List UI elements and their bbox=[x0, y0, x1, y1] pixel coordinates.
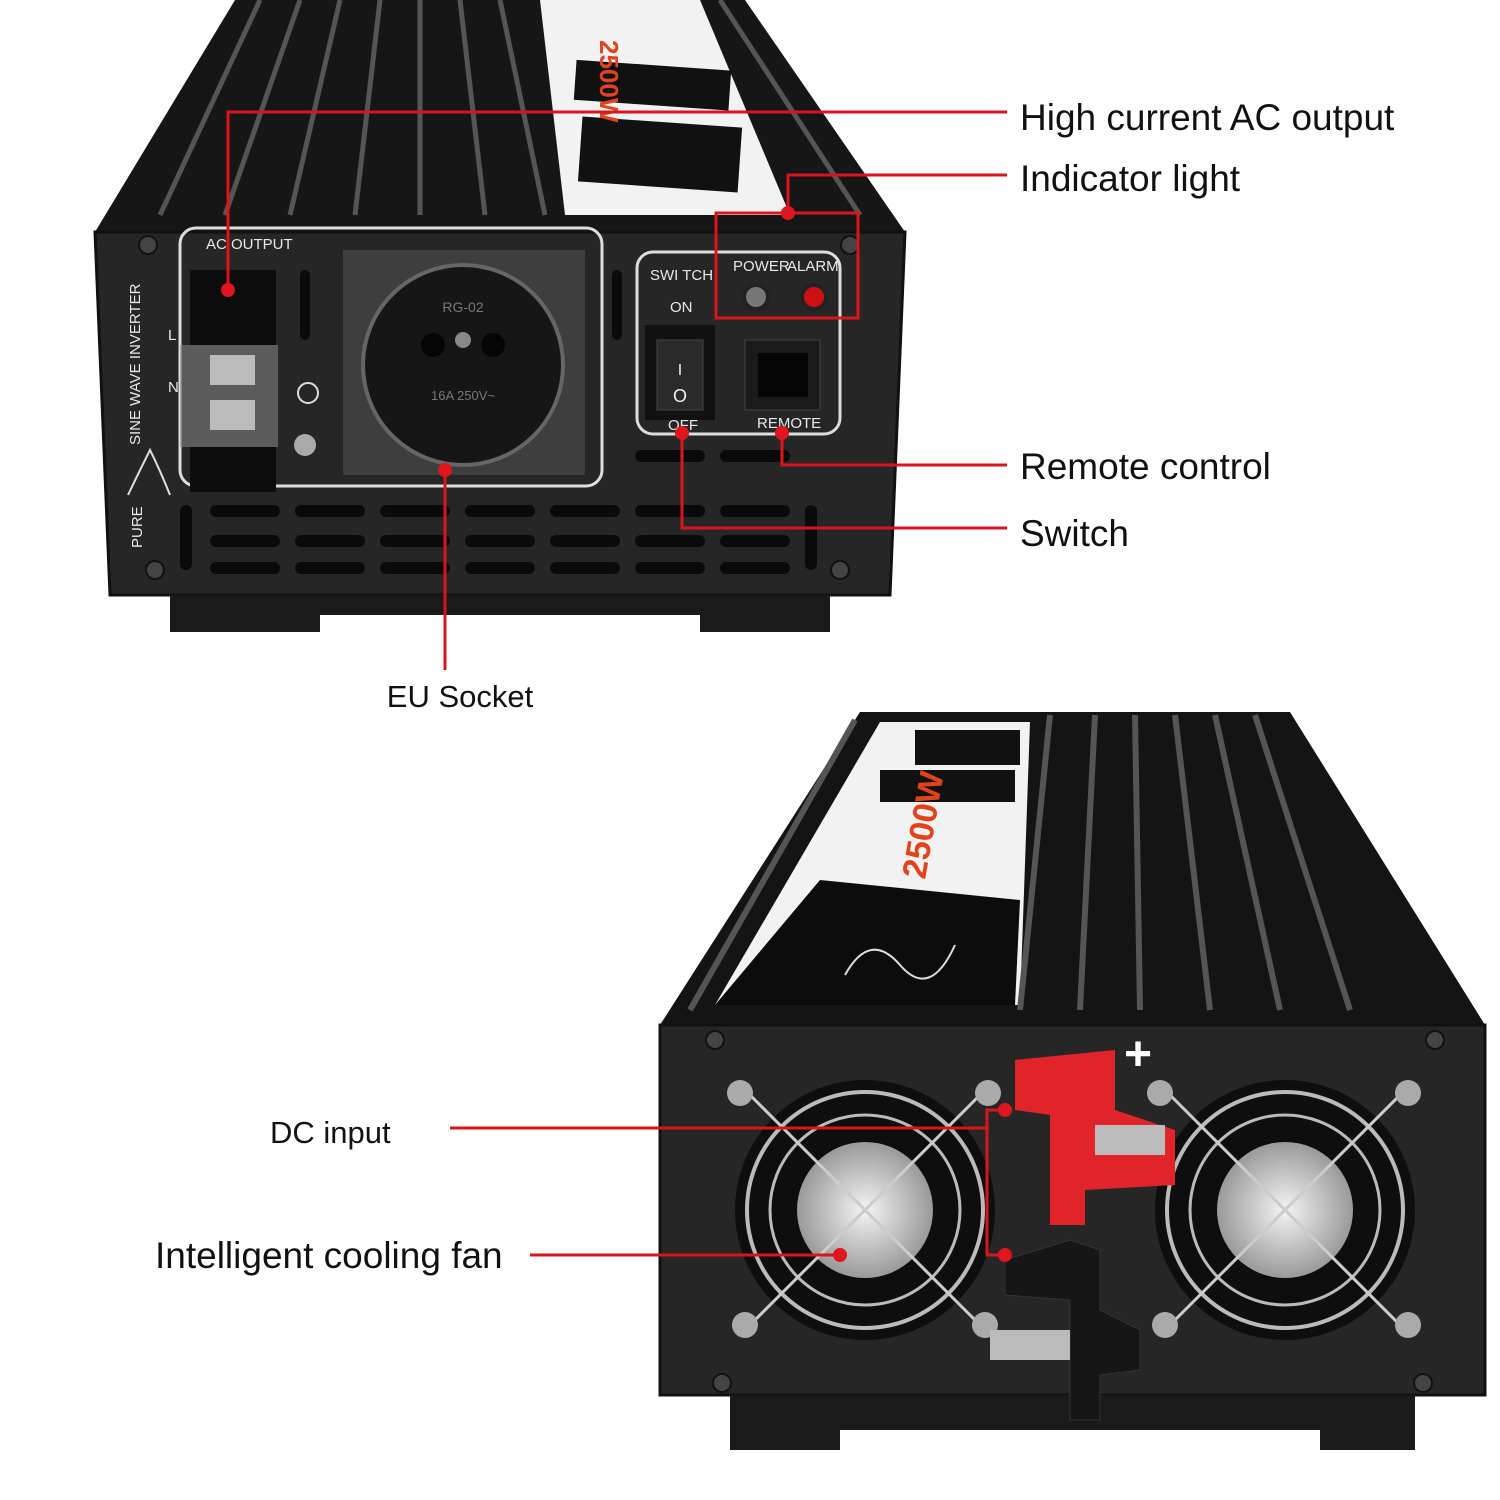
ac-output-leader bbox=[226, 110, 1007, 290]
ac-terminal-base bbox=[190, 447, 276, 492]
leader-dot bbox=[998, 1248, 1012, 1262]
callout-lines bbox=[221, 110, 1012, 1262]
leader-dot bbox=[775, 426, 789, 440]
mounting-foot bbox=[170, 595, 830, 632]
top-heatsink bbox=[95, 0, 905, 232]
terminal-screw-l bbox=[210, 355, 255, 385]
heatsink-fins bbox=[687, 714, 1353, 1012]
ground-icon bbox=[297, 382, 319, 404]
positive-bolt bbox=[1095, 1125, 1165, 1155]
alarm-led bbox=[800, 283, 828, 311]
callout-cooling-fan: Intelligent cooling fan bbox=[155, 1235, 503, 1276]
pure-label: PURE bbox=[129, 506, 146, 548]
cooling-fan-left bbox=[727, 1080, 1001, 1340]
callout-remote-control: Remote control bbox=[1020, 446, 1271, 487]
dc-input-leader bbox=[450, 1108, 1005, 1130]
terminal-screw-n bbox=[210, 400, 255, 430]
rj-jack bbox=[758, 353, 808, 397]
socket-screw bbox=[455, 332, 471, 348]
socket-brand: RG-02 bbox=[442, 299, 483, 315]
leader-dot bbox=[833, 1248, 847, 1262]
ac-terminal-block bbox=[190, 270, 276, 345]
remote-label: REMOTE bbox=[757, 415, 821, 432]
bottom-inverter: 2500W bbox=[658, 712, 1487, 1450]
leader-dot bbox=[675, 426, 689, 440]
panel-screws bbox=[705, 1030, 1445, 1393]
mounting-foot bbox=[730, 1395, 1415, 1450]
leader-dot bbox=[781, 206, 795, 220]
power-label: POWER bbox=[733, 258, 790, 275]
heatsink-fins bbox=[157, 0, 863, 217]
switch-leader bbox=[680, 433, 1007, 530]
leader-dot bbox=[438, 463, 452, 477]
spec-label bbox=[577, 116, 743, 193]
leader-dot bbox=[998, 1103, 1012, 1117]
rocker-off-mark: O bbox=[673, 386, 687, 406]
callout-indicator-light: Indicator light bbox=[1020, 158, 1241, 199]
alarm-label: ALARM bbox=[787, 258, 839, 275]
negative-terminal-cover[interactable] bbox=[1004, 1239, 1141, 1421]
sine-wave-label: SINE WAVE INVERTER bbox=[127, 283, 144, 445]
socket-rating: 16A 250V~ bbox=[431, 388, 495, 403]
callout-switch: Switch bbox=[1020, 513, 1129, 554]
spec-label bbox=[915, 730, 1020, 765]
on-label: ON bbox=[670, 299, 693, 316]
label-black-band bbox=[715, 880, 1020, 1005]
power-led bbox=[742, 283, 770, 311]
callout-ac-output: High current AC output bbox=[1020, 97, 1395, 138]
plus-sign: + bbox=[1124, 1028, 1152, 1081]
spec-label bbox=[573, 59, 732, 111]
socket-pin-hole bbox=[481, 333, 505, 357]
vent-slots bbox=[180, 270, 817, 574]
switch-label: SWI TCH bbox=[650, 267, 713, 284]
ac-output-label: AC OUTPUT bbox=[206, 236, 293, 253]
panel-screws bbox=[138, 235, 860, 580]
n-label: N bbox=[168, 379, 179, 396]
remote-leader bbox=[780, 433, 1007, 467]
l-label: L bbox=[168, 327, 176, 344]
indicator-leader bbox=[786, 173, 1007, 213]
ground-stud bbox=[294, 434, 316, 456]
control-frame bbox=[635, 250, 842, 436]
callout-eu-socket: EU Socket bbox=[387, 679, 534, 714]
leader-dot bbox=[221, 283, 235, 297]
top-inverter: 2500W SINE WAVE INVERTER PURE AC OUTPUT … bbox=[93, 0, 907, 632]
rocker bbox=[656, 339, 704, 411]
cooling-fan-right bbox=[1147, 1080, 1421, 1340]
negative-bolt bbox=[990, 1330, 1070, 1360]
callout-dc-input: DC input bbox=[270, 1115, 391, 1150]
rocker-on-mark: I bbox=[678, 362, 682, 379]
off-label: OFF bbox=[668, 417, 698, 434]
sine-wave-icon bbox=[127, 447, 171, 496]
spec-label bbox=[880, 770, 1015, 802]
socket-face bbox=[361, 263, 565, 467]
power-rating-text: 2500W bbox=[594, 40, 624, 123]
sine-logo-icon bbox=[844, 944, 956, 980]
socket-pin-hole bbox=[421, 333, 445, 357]
